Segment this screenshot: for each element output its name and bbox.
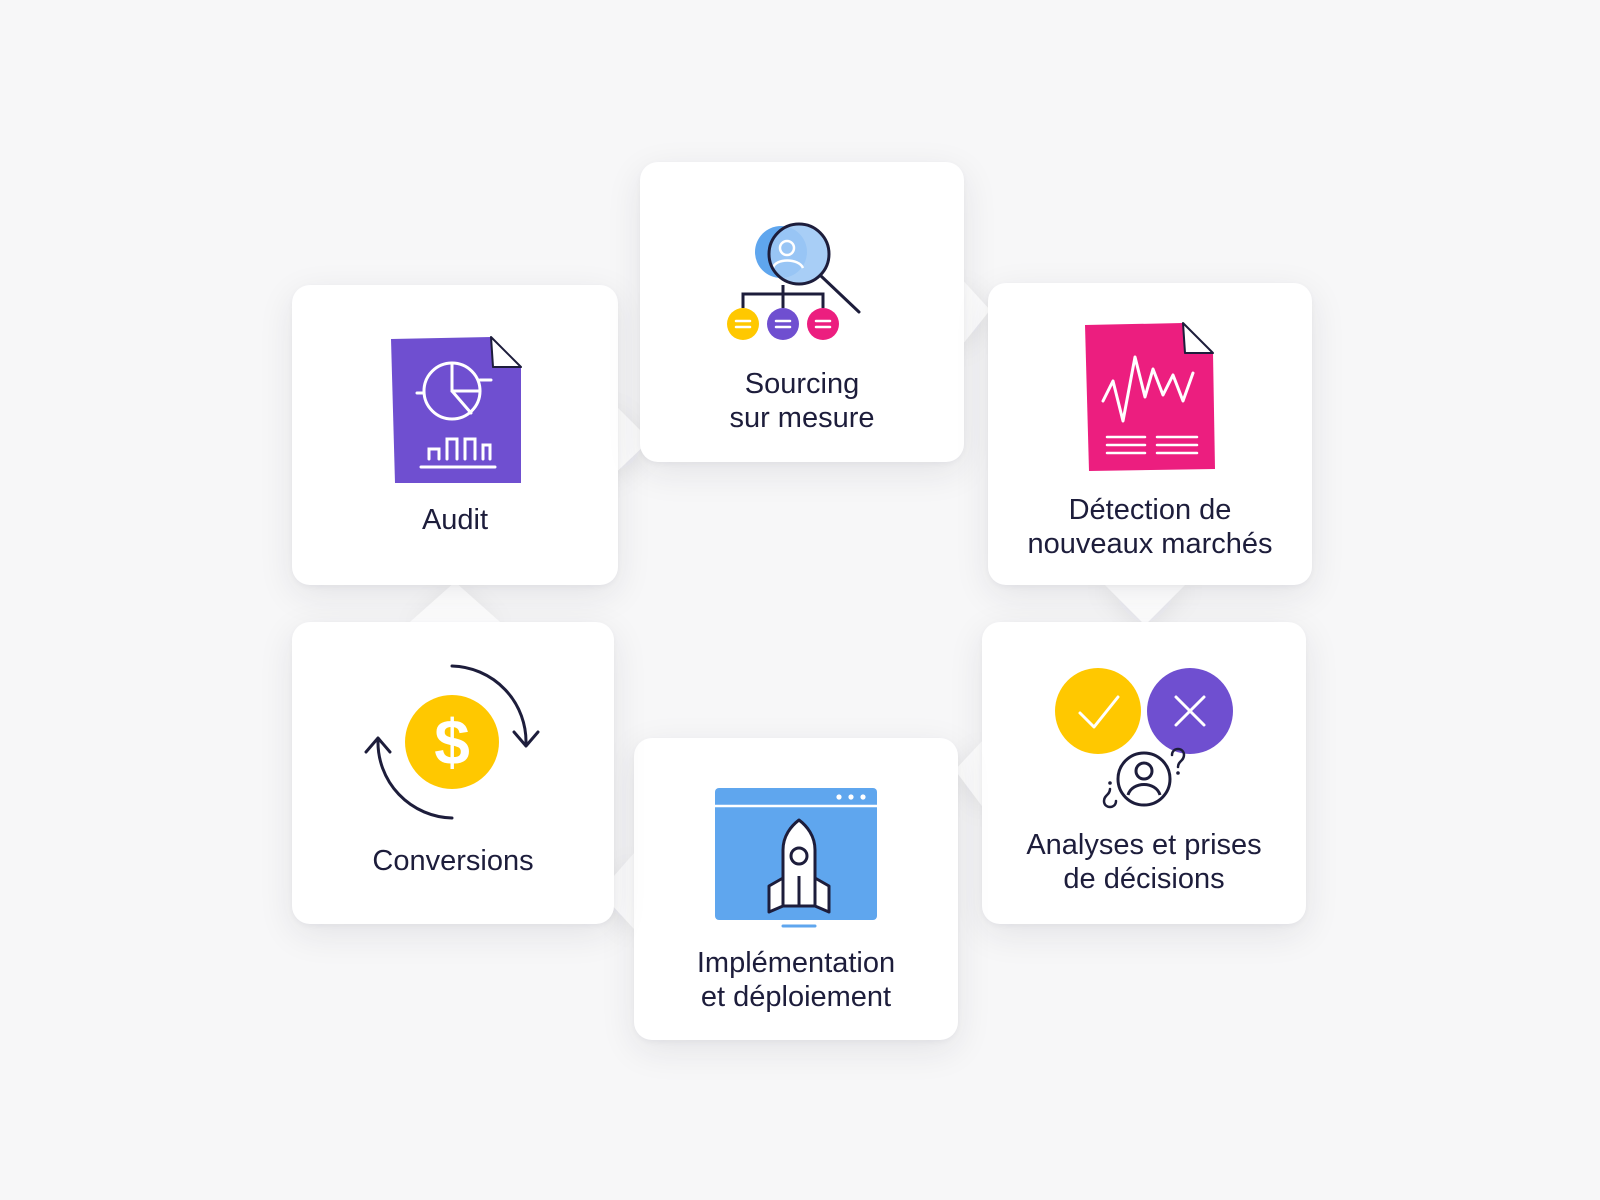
step-label-sourcing: Sourcing sur mesure [729,368,875,434]
audit-report-icon [391,336,522,483]
svg-text:$: $ [434,706,470,778]
step-card-implementation: Implémentation et déploiement [634,738,958,1040]
step-card-detection: Détection de nouveaux marchés [988,283,1312,585]
step-card-conversions: $ Conversions [292,622,614,924]
step-card-analyses: Analyses et prises de décisions [982,622,1306,924]
dollar-exchange-icon: $ [364,664,540,820]
step-card-audit: Audit [292,285,618,585]
connector-sourcing-to-detection [958,275,990,350]
connector-audit-to-sourcing [608,398,650,480]
connector-conversions-to-audit [410,582,500,622]
step-label-conversions: Conversions [372,845,534,877]
step-label-audit: Audit [421,504,489,536]
connector-implementation-to-conversions [600,852,635,930]
step-label-implementation: Implémentation et déploiement [696,947,896,1013]
connector-detection-to-analyses [1100,580,1190,625]
connector-analyses-to-implementation [955,738,985,810]
step-label-analyses: Analyses et prises de décisions [1026,829,1262,895]
step-card-sourcing: Sourcing sur mesure [640,162,964,462]
rocket-launch-icon [715,788,877,928]
decision-check-cross-icon [1055,668,1233,809]
market-chart-document-icon [1085,322,1215,471]
sourcing-search-icon [727,222,861,340]
step-label-detection: Détection de nouveaux marchés [1027,494,1273,560]
